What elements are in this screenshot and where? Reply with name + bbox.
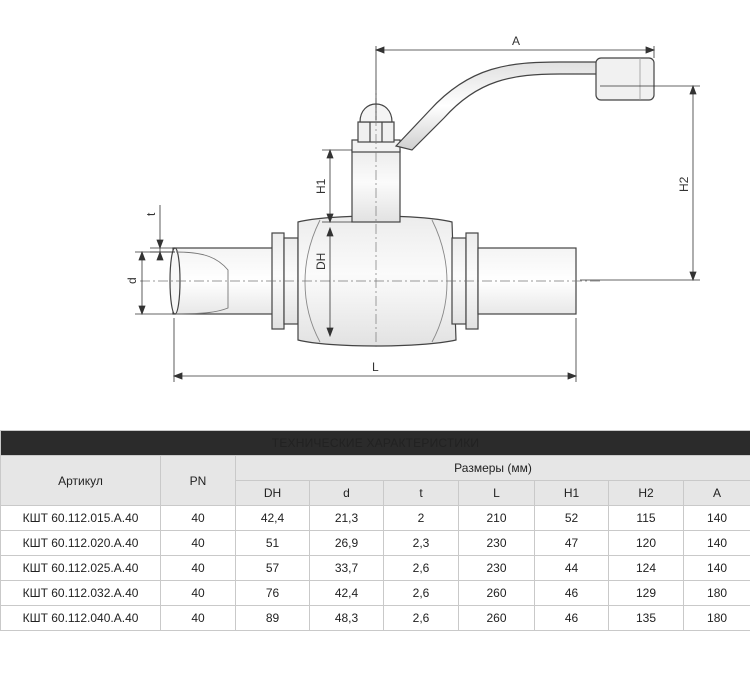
cell-article: КШТ 60.112.025.А.40 bbox=[0, 555, 161, 581]
cell-d: 42,4 bbox=[309, 580, 384, 606]
cell-d: 48,3 bbox=[309, 605, 384, 631]
sub-header-h1: H1 bbox=[534, 480, 609, 506]
cell-pn: 40 bbox=[160, 580, 236, 606]
cell-h2: 115 bbox=[608, 505, 684, 531]
table-row: КШТ 60.112.025.А.40 40 57 33,7 2,6 230 4… bbox=[0, 555, 750, 581]
col-dimensions-header: Размеры (мм) bbox=[234, 455, 750, 481]
cell-a: 140 bbox=[682, 505, 750, 531]
cell-h1: 52 bbox=[534, 505, 609, 531]
cell-d: 33,7 bbox=[309, 555, 384, 581]
cell-h1: 47 bbox=[534, 530, 609, 556]
cell-a: 140 bbox=[682, 555, 750, 581]
cell-h2: 120 bbox=[608, 530, 684, 556]
cell-a: 180 bbox=[682, 580, 750, 606]
cell-d: 21,3 bbox=[309, 505, 384, 531]
table-row: КШТ 60.112.032.А.40 40 76 42,4 2,6 260 4… bbox=[0, 580, 750, 606]
sub-header-d: d bbox=[309, 480, 384, 506]
dimension-lines bbox=[135, 46, 700, 382]
cell-l: 210 bbox=[458, 505, 535, 531]
cell-pn: 40 bbox=[160, 505, 236, 531]
table-title: ТЕХНИЧЕСКИЕ ХАРАКТЕРИСТИКИ bbox=[0, 430, 750, 456]
table-row: КШТ 60.112.020.А.40 40 51 26,9 2,3 230 4… bbox=[0, 530, 750, 556]
cell-t: 2,3 bbox=[383, 530, 459, 556]
sub-header-t: t bbox=[383, 480, 459, 506]
cell-t: 2,6 bbox=[383, 605, 459, 631]
cell-d: 26,9 bbox=[309, 530, 384, 556]
cell-l: 260 bbox=[458, 580, 535, 606]
center-lines bbox=[140, 80, 600, 350]
cell-t: 2 bbox=[383, 505, 459, 531]
cell-dh: 42,4 bbox=[235, 505, 310, 531]
valve-drawing: A H2 H1 DH t d L bbox=[125, 34, 700, 382]
cell-l: 260 bbox=[458, 605, 535, 631]
cell-dh: 76 bbox=[235, 580, 310, 606]
valve-body bbox=[169, 57, 655, 347]
cell-article: КШТ 60.112.020.А.40 bbox=[0, 530, 161, 556]
cell-l: 230 bbox=[458, 555, 535, 581]
dim-label-h1: H1 bbox=[314, 178, 328, 194]
dim-label-l: L bbox=[372, 360, 379, 374]
cell-dh: 51 bbox=[235, 530, 310, 556]
sub-header-h2: H2 bbox=[608, 480, 684, 506]
sub-header-a: A bbox=[682, 480, 750, 506]
dim-label-a: A bbox=[512, 34, 520, 48]
sub-header-l: L bbox=[458, 480, 535, 506]
cell-dh: 57 bbox=[235, 555, 310, 581]
cell-h2: 129 bbox=[608, 580, 684, 606]
dim-label-h2: H2 bbox=[677, 176, 691, 192]
spec-table: ТЕХНИЧЕСКИЕ ХАРАКТЕРИСТИКИ Артикул PN Ра… bbox=[0, 430, 750, 631]
cell-t: 2,6 bbox=[383, 580, 459, 606]
dim-label-t: t bbox=[144, 212, 158, 216]
cell-article: КШТ 60.112.015.А.40 bbox=[0, 505, 161, 531]
cell-dh: 89 bbox=[235, 605, 310, 631]
cell-t: 2,6 bbox=[383, 555, 459, 581]
table-row: КШТ 60.112.015.А.40 40 42,4 21,3 2 210 5… bbox=[0, 505, 750, 531]
cell-l: 230 bbox=[458, 530, 535, 556]
cell-h2: 124 bbox=[608, 555, 684, 581]
cell-a: 180 bbox=[682, 605, 750, 631]
cell-h2: 135 bbox=[608, 605, 684, 631]
cell-pn: 40 bbox=[160, 605, 236, 631]
dim-label-d: d bbox=[125, 277, 139, 284]
cell-h1: 44 bbox=[534, 555, 609, 581]
cell-h1: 46 bbox=[534, 580, 609, 606]
col-article-header: Артикул bbox=[0, 455, 161, 506]
col-pn-header: PN bbox=[160, 455, 236, 506]
dim-label-dh: DH bbox=[314, 253, 328, 270]
cell-pn: 40 bbox=[160, 555, 236, 581]
cell-a: 140 bbox=[682, 530, 750, 556]
cell-pn: 40 bbox=[160, 530, 236, 556]
sub-header-dh: DH bbox=[235, 480, 310, 506]
cell-article: КШТ 60.112.032.А.40 bbox=[0, 580, 161, 606]
cell-h1: 46 bbox=[534, 605, 609, 631]
table-row: КШТ 60.112.040.А.40 40 89 48,3 2,6 260 4… bbox=[0, 605, 750, 631]
cell-article: КШТ 60.112.040.А.40 bbox=[0, 605, 161, 631]
